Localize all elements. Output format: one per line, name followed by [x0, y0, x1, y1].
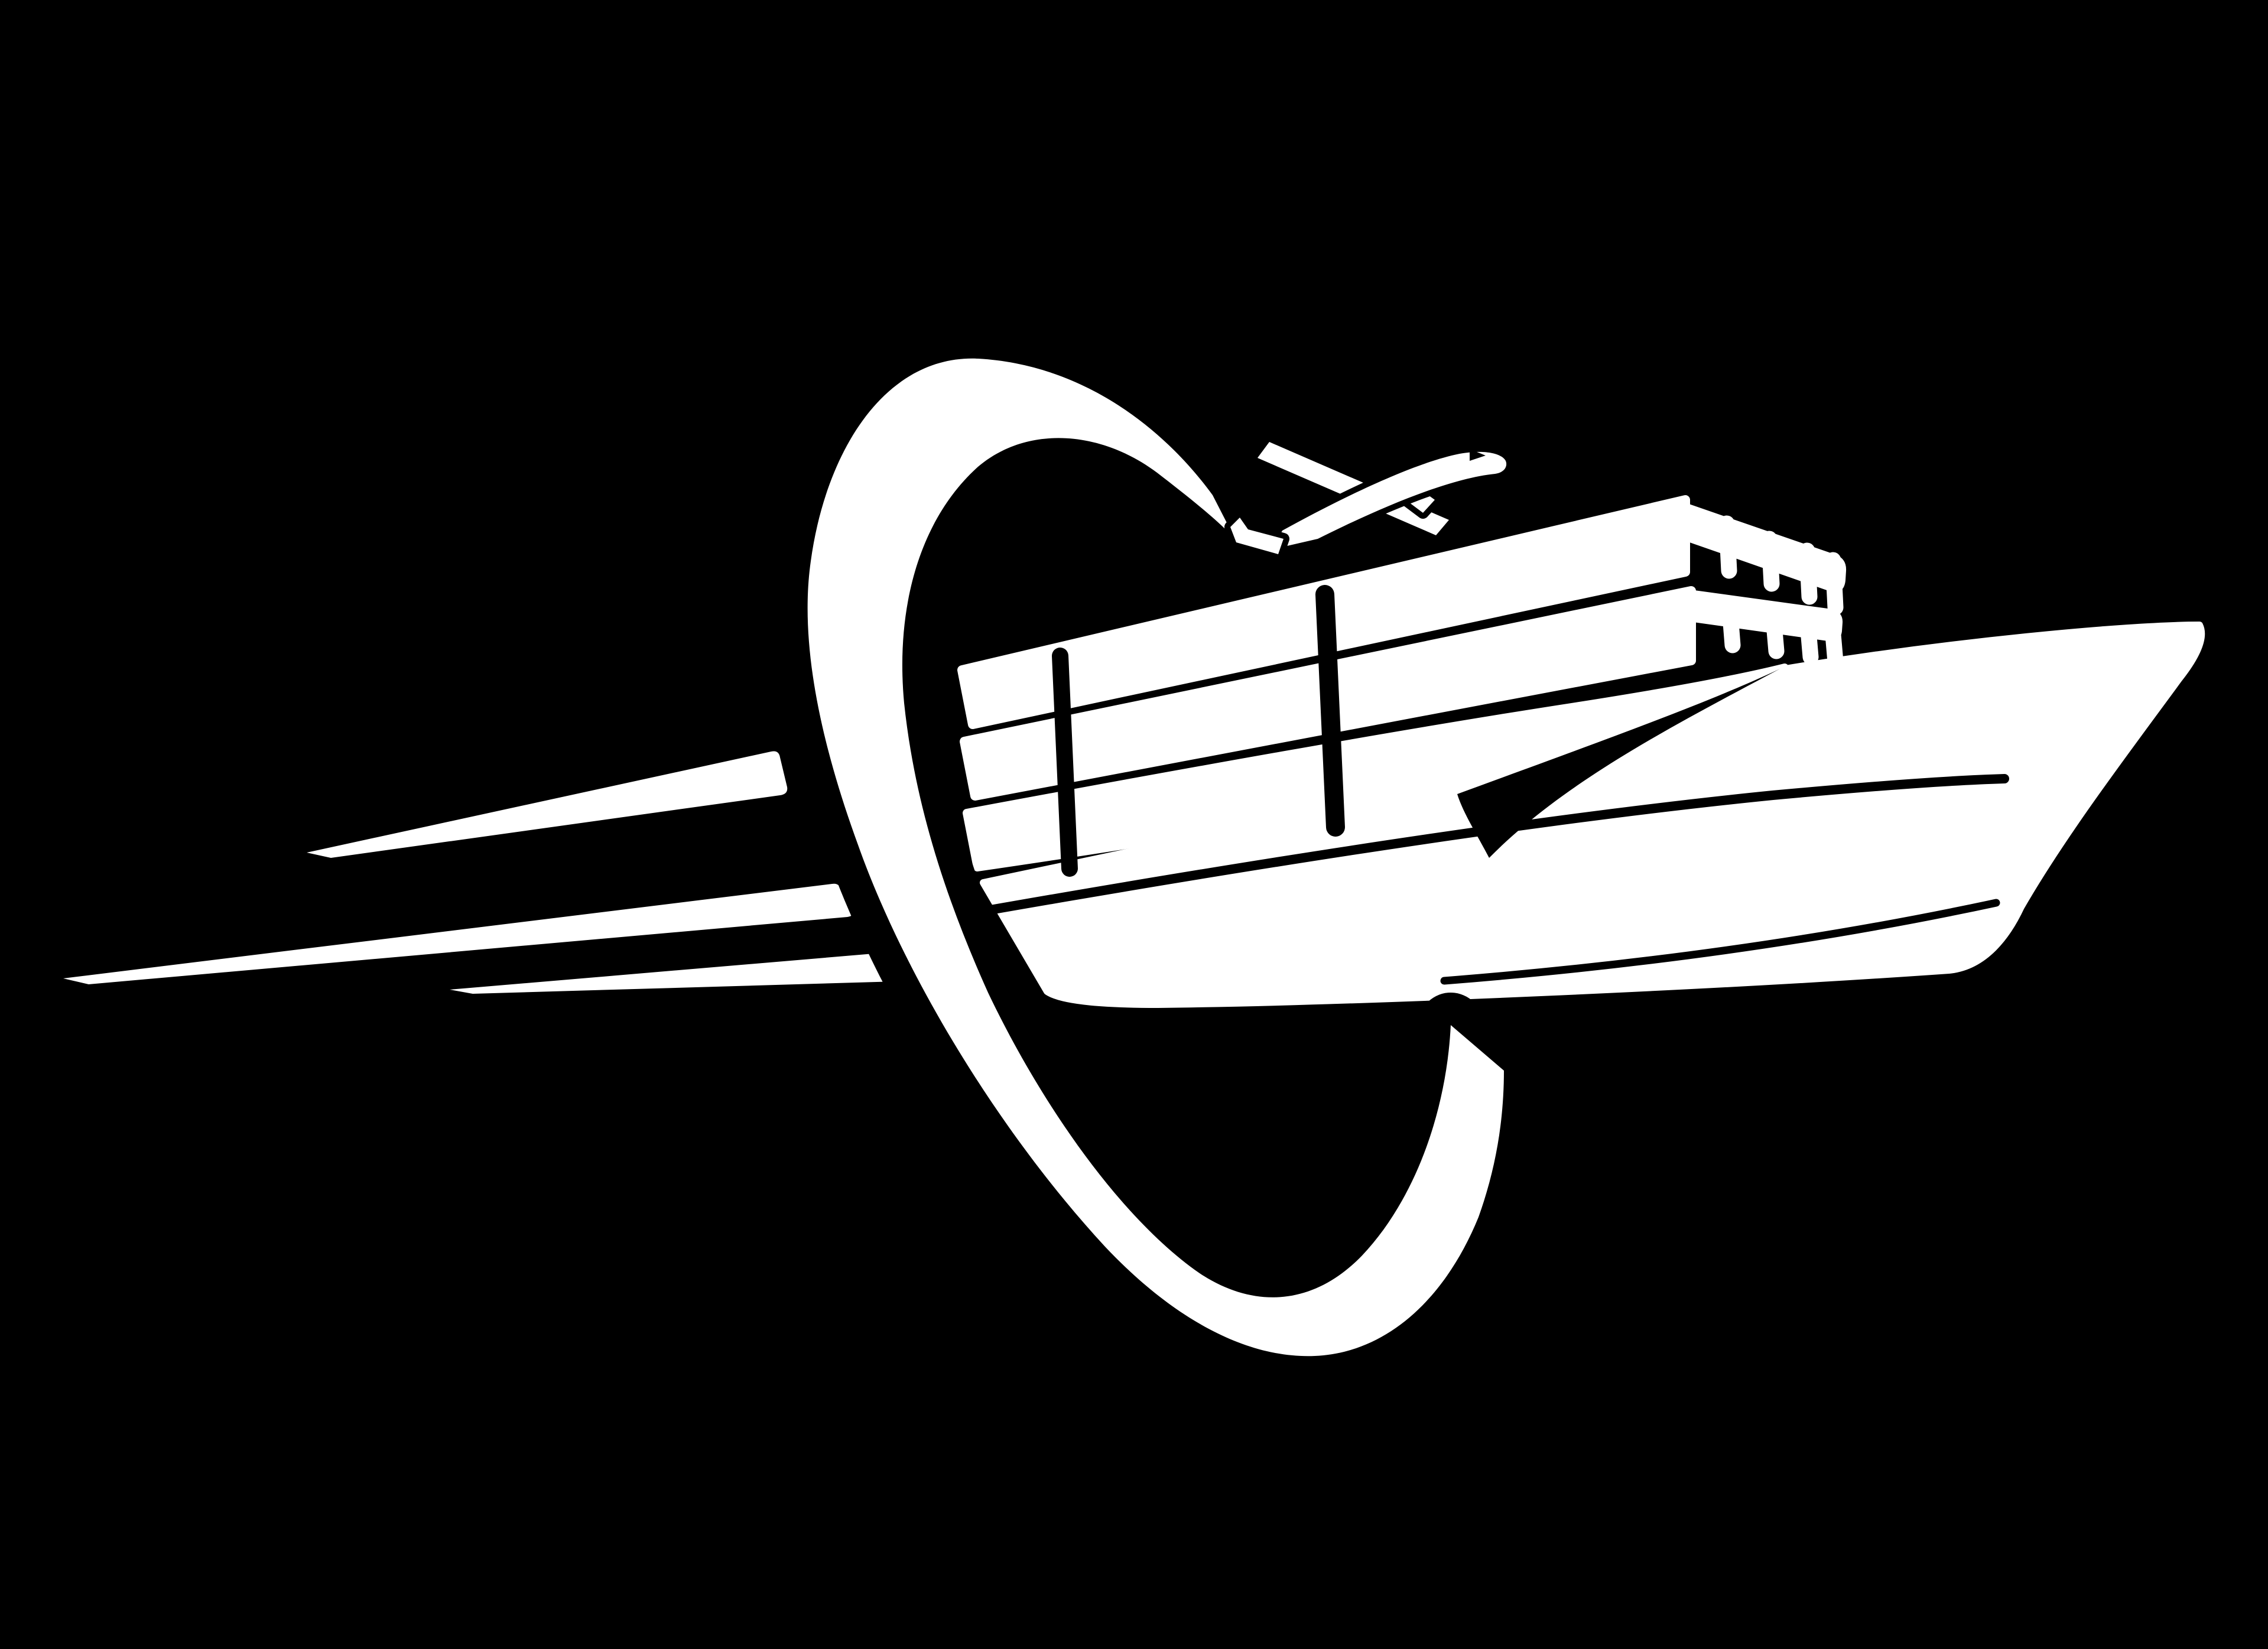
container-ship-icon — [957, 495, 2205, 1008]
airplane-icon — [1224, 436, 1512, 560]
bow-crescent-notch — [1457, 669, 1780, 858]
column-divider-left — [1052, 648, 1078, 877]
speed-lines — [63, 751, 904, 994]
airplane-cockpit-notch — [1470, 449, 1486, 461]
corner-post — [1800, 622, 1819, 665]
speed-line-middle — [63, 883, 853, 984]
corner-post — [1722, 607, 1741, 653]
container-row-3 — [963, 663, 1789, 871]
speed-line-top — [307, 751, 788, 858]
column-divider-right — [1315, 585, 1345, 837]
corner-post — [1825, 552, 1844, 616]
container-column-dividers — [1052, 585, 1345, 877]
orbit-swoosh-ring — [775, 326, 1536, 1389]
airplane-tail-stabilizer — [1224, 512, 1289, 560]
container-row-2-posts — [1722, 607, 1844, 670]
corner-post — [1766, 616, 1785, 659]
corner-post — [1799, 542, 1818, 605]
orbit-ring — [807, 358, 1504, 1357]
hull-boot-line — [1440, 899, 2000, 985]
corner-post — [1761, 531, 1780, 592]
container-row-1-posts — [1718, 515, 1844, 616]
corner-post — [1718, 515, 1737, 579]
speed-line-bottom — [450, 952, 904, 994]
corner-post — [1825, 626, 1844, 670]
airplane-fuselage — [1266, 445, 1512, 555]
hull-deck-separator-line — [986, 774, 2009, 915]
